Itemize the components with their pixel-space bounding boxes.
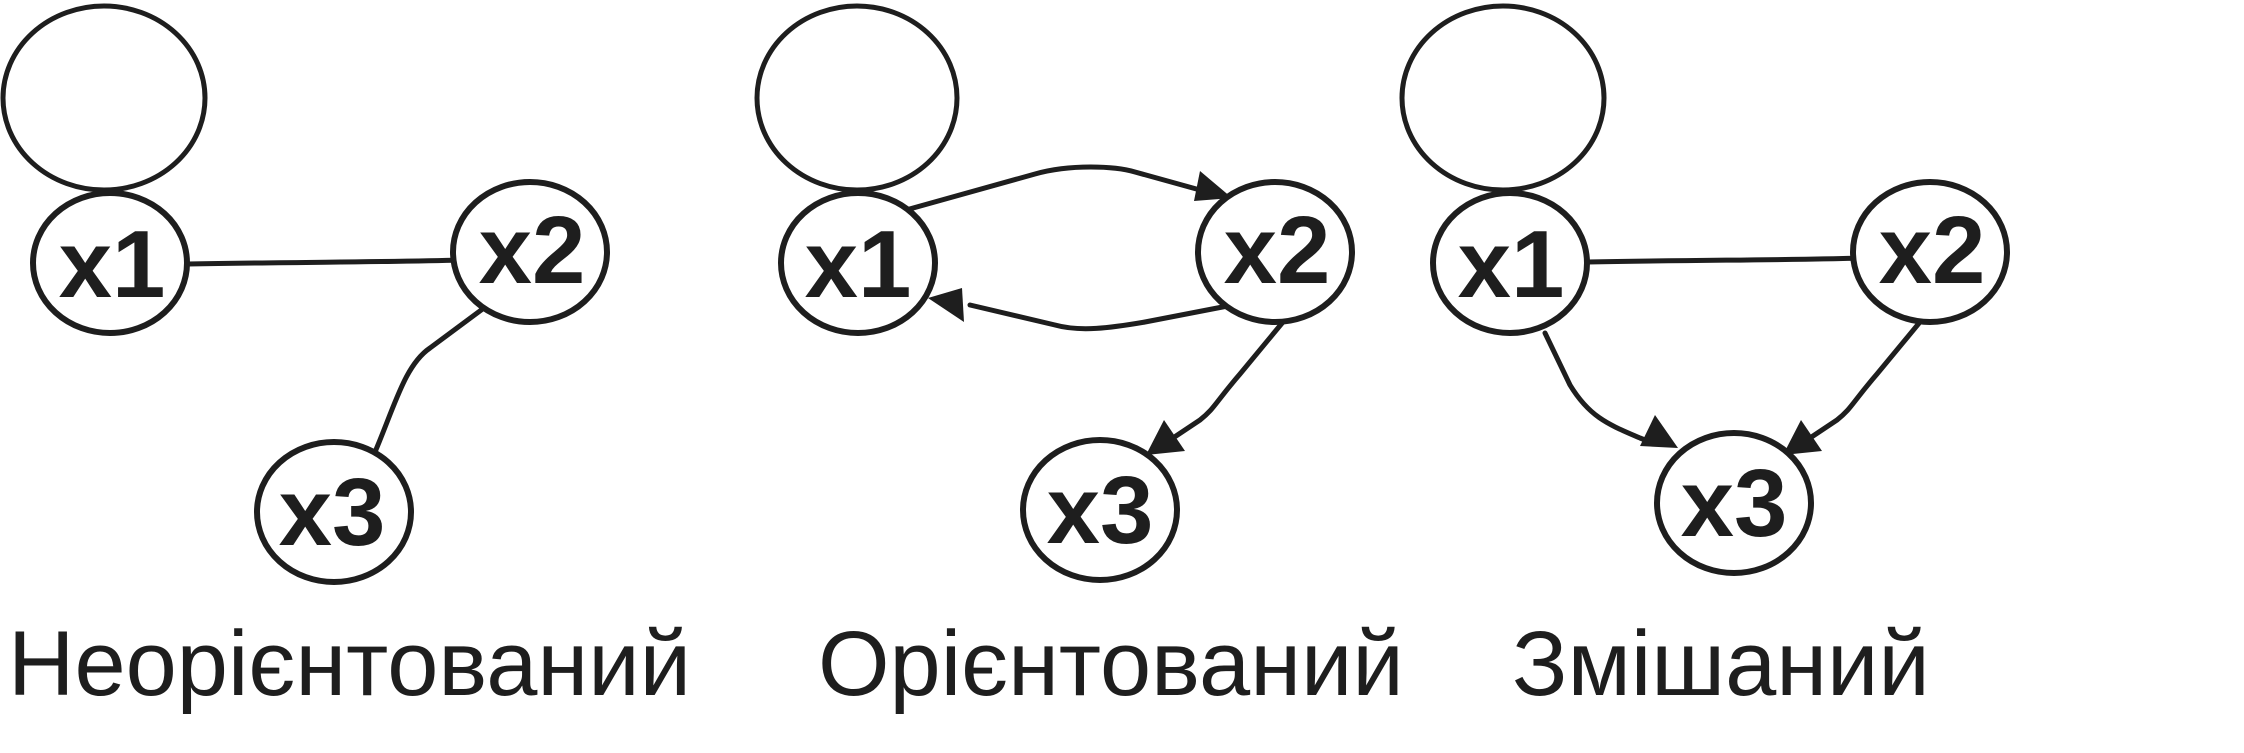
directed-node-x2 [1195,179,1355,325]
undirected-edge-x1-x2 [185,257,463,267]
directed-arrowhead-x2 [1194,171,1232,201]
mixed-edge-x1-to-x3 [1542,330,1653,445]
directed-x1-loop [754,3,960,193]
directed-node-x3 [1020,437,1180,583]
directed-edge-x2-to-x3 [1167,319,1286,443]
directed-node-x1 [778,190,938,336]
mixed-caption: Змішаний [1512,613,1930,715]
mixed-node-x1 [1430,190,1590,336]
mixed-node-x2 [1850,179,2010,325]
undirected-node-x2 [450,179,610,325]
mixed-node-x2-label: x2 [1879,197,1986,304]
mixed-arrowhead-x1-x3 [1640,415,1678,448]
mixed-node-x3-label: x3 [1681,450,1788,557]
undirected-edge-x2-x3 [372,299,495,455]
undirected-node-x2-label: x2 [479,197,586,304]
directed-edge-x1-to-x2 [903,164,1203,213]
directed-arrowhead-x1 [928,288,964,322]
mixed-arrowhead-x2-x3 [1783,420,1822,455]
directed-graph: x1 x2 x3 Орієнтований [754,3,1404,715]
undirected-x1-loop [0,3,208,193]
undirected-node-x3-label: x3 [279,459,386,566]
directed-arrowhead-x3 [1146,420,1185,455]
directed-node-x2-label: x2 [1224,197,1331,304]
mixed-node-x1-label: x1 [1458,211,1565,318]
undirected-node-x1 [30,190,190,336]
mixed-edge-x1-x2 [1585,255,1865,265]
undirected-node-x1-label: x1 [59,211,166,318]
directed-edge-x2-to-x1 [967,301,1241,332]
mixed-edge-x2-to-x3 [1804,319,1923,443]
directed-node-x1-label: x1 [805,211,912,318]
directed-caption: Орієнтований [818,613,1404,715]
directed-node-x3-label: x3 [1047,457,1154,564]
mixed-x1-loop [1399,3,1607,193]
undirected-graph: x1 x2 x3 Неорієнтований [0,3,691,715]
mixed-node-x3 [1654,430,1814,576]
undirected-node-x3 [254,439,414,585]
undirected-caption: Неорієнтований [8,613,691,715]
mixed-graph: x1 x2 x3 Змішаний [1399,3,2010,715]
